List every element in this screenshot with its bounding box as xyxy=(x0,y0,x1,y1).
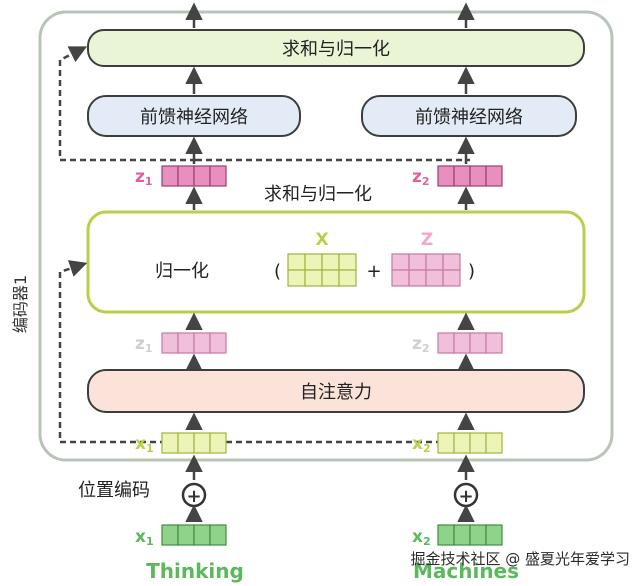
encoder-label: 编码器1 xyxy=(11,275,30,333)
z1-top-label: z1 xyxy=(135,167,153,188)
encoder-outer-box xyxy=(38,10,614,462)
x1-enc-vector xyxy=(161,432,227,454)
z1-mid-vector xyxy=(161,332,227,354)
svg-text:+: + xyxy=(186,486,201,507)
x1-in-label: x1 xyxy=(135,527,154,548)
plus-sign: + xyxy=(366,261,381,282)
plus-circle-right: + xyxy=(453,482,479,508)
ffn-right-box xyxy=(361,95,577,137)
add-norm-mid-caption: 求和与归一化 xyxy=(264,184,372,205)
z1-top-vector xyxy=(161,165,227,187)
z2-top-vector xyxy=(437,165,503,187)
svg-text:+: + xyxy=(458,486,473,507)
z2-top-label: z2 xyxy=(412,167,430,188)
add-norm-top-box xyxy=(87,29,585,67)
paren-close: ) xyxy=(468,261,475,282)
plus-circle-left: + xyxy=(181,482,207,508)
residual-dashed-bottom xyxy=(58,260,196,444)
word-left: Thinking xyxy=(146,559,244,583)
word-right: Machines xyxy=(413,559,519,583)
pos-enc-label: 位置编码 xyxy=(78,480,150,501)
x2-in-label: x2 xyxy=(412,527,431,548)
x2-enc-vector xyxy=(437,432,503,454)
x2-in-vector xyxy=(437,524,503,546)
x2-enc-label: x2 xyxy=(412,434,431,455)
x1-in-vector xyxy=(161,524,227,546)
z2-mid-vector xyxy=(437,332,503,354)
z2-mid-label: z2 xyxy=(412,334,430,355)
self-attention-box xyxy=(87,369,585,413)
norm-label: 归一化 xyxy=(155,261,209,282)
x-label: X xyxy=(315,230,328,250)
z-matrix xyxy=(391,253,461,287)
x1-enc-label: x1 xyxy=(135,434,154,455)
watermark: 掘金技术社区 @ 盛夏光年爱学习 xyxy=(410,550,630,568)
self-attention-label: 自注意力 xyxy=(300,382,372,403)
z1-mid-label: z1 xyxy=(135,334,153,355)
ffn-left-box xyxy=(87,95,301,137)
residual-dashed-top xyxy=(58,46,196,162)
ffn-right-label: 前馈神经网络 xyxy=(415,107,523,128)
z-label: Z xyxy=(421,230,433,250)
paren-open: ( xyxy=(274,261,281,282)
ffn-left-label: 前馈神经网络 xyxy=(140,107,248,128)
add-norm-top-label: 求和与归一化 xyxy=(282,39,390,60)
x-matrix xyxy=(287,253,357,287)
